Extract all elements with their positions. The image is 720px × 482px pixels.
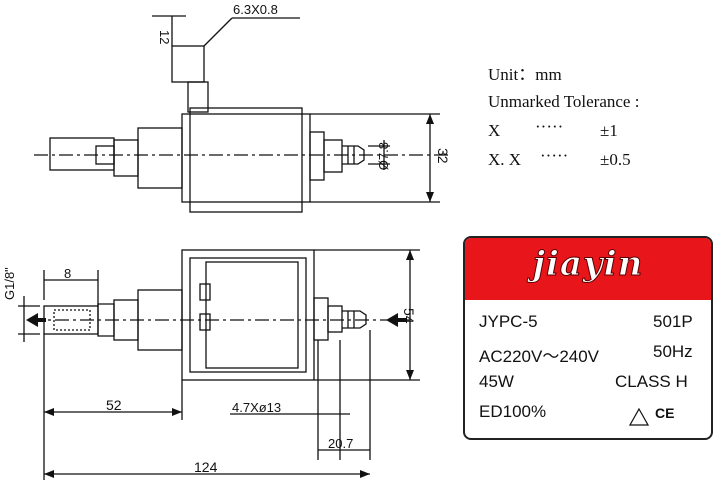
dim-inlet-offset: 52 <box>106 397 122 413</box>
tolerance-xx-dots: ····· <box>540 146 569 165</box>
ce-mark: CE <box>655 405 675 421</box>
product-label: jiayin JYPC-5 501P AC220V～240V 50Hz 45W … <box>463 236 713 440</box>
top-view <box>34 15 450 213</box>
flow-arrow <box>386 313 398 327</box>
model-text: JYPC-5 <box>479 312 538 331</box>
terminal-block <box>171 45 205 83</box>
dim-top-wire: 12 <box>157 30 172 44</box>
dim-terminal: 6.3X0.8 <box>233 2 278 17</box>
dim-overall-length: 124 <box>194 459 218 475</box>
brand-logo: jiayin <box>532 244 644 285</box>
tolerance-xx-format: X. X <box>488 150 522 169</box>
pump-frame-top <box>189 107 303 213</box>
unit-note: Unit：mm <box>488 65 562 84</box>
tolerance-xx-value: ±0.5 <box>600 150 631 169</box>
dim-thread-length: 8 <box>64 266 71 281</box>
pump-body-top <box>181 113 311 203</box>
inlet-housing-top <box>137 127 183 189</box>
front-view <box>18 249 420 480</box>
label-header: jiayin <box>465 238 711 300</box>
duty-text: ED100% <box>479 402 547 421</box>
tolerance-title: Unmarked Tolerance : <box>488 92 640 111</box>
terminal-neck <box>187 81 209 113</box>
dim-outlet-diameter: Ø7.8 <box>376 142 391 170</box>
dim-thread: G1/8" <box>2 267 17 300</box>
dim-coil-height: 54 <box>401 308 417 324</box>
coil-frame <box>181 249 315 381</box>
dim-mount-hole: 4.7Xø13 <box>232 400 281 415</box>
inlet-tube-top <box>49 137 115 171</box>
tolerance-x-value: ±1 <box>600 121 618 140</box>
coil-winding <box>205 261 299 369</box>
dim-hole-spacing: 20.7 <box>328 436 353 451</box>
dim-body-height: 32 <box>435 148 451 164</box>
inlet-arrow <box>26 313 38 327</box>
class-text: CLASS H <box>615 372 688 391</box>
voltage-text: AC220V～240V <box>479 347 600 366</box>
tolerance-x-dots: ····· <box>535 117 564 136</box>
power-text: 45W <box>479 372 514 391</box>
code-text: 501P <box>653 312 693 331</box>
frequency-text: 50Hz <box>653 342 693 361</box>
tolerance-x-format: X <box>488 121 501 140</box>
triangle-cert-icon <box>629 408 649 426</box>
